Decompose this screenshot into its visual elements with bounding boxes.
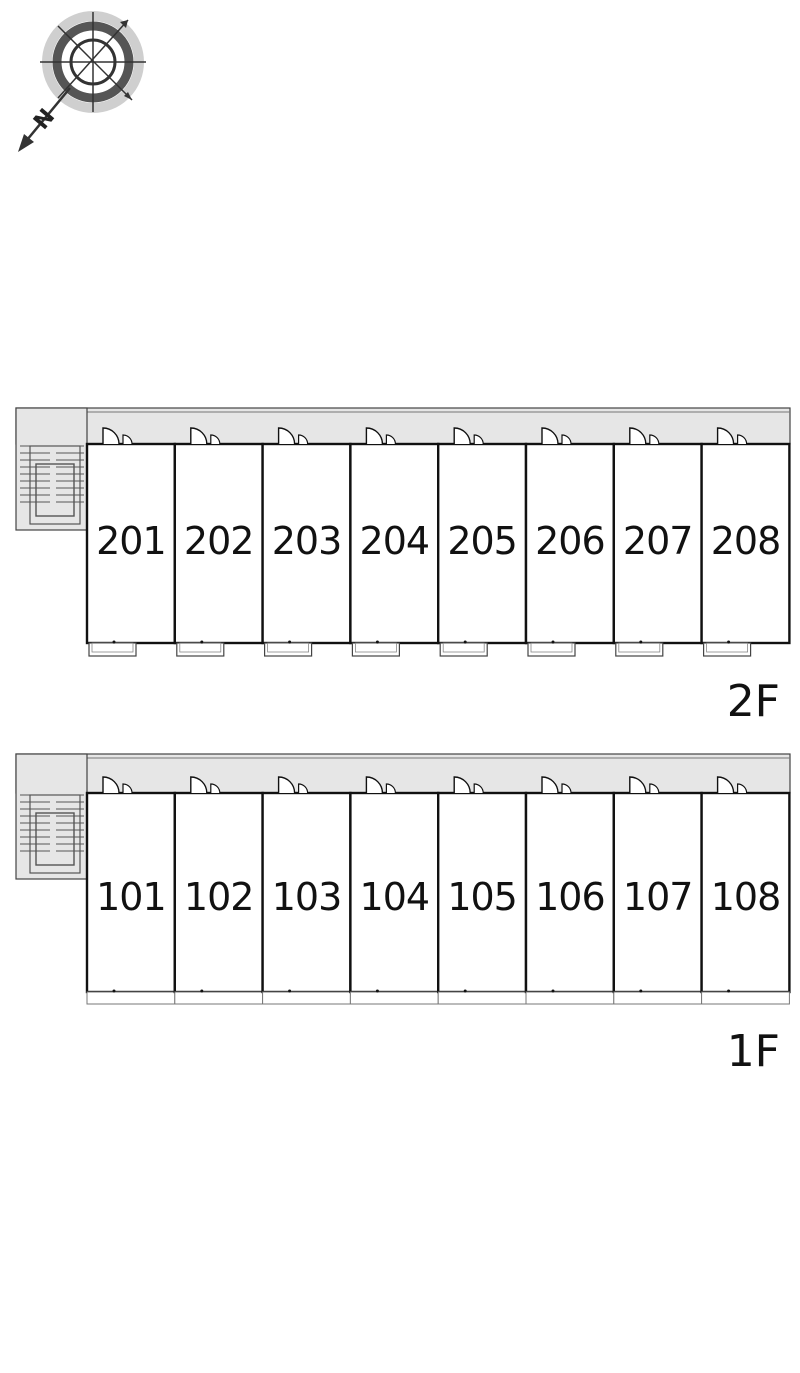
- unit[interactable]: 107: [612, 776, 703, 1005]
- unit[interactable]: 207: [612, 427, 703, 657]
- unit-number: 202: [184, 519, 254, 563]
- unit-number: 104: [360, 875, 430, 919]
- unit-number: 101: [96, 875, 166, 919]
- balcony: [86, 991, 176, 1005]
- unit-number: 206: [535, 519, 605, 563]
- unit-outline: [85, 442, 177, 645]
- unit-number: 204: [360, 519, 430, 563]
- unit[interactable]: 208: [700, 427, 791, 657]
- unit[interactable]: 201: [85, 427, 177, 657]
- balcony: [262, 991, 351, 1005]
- door-icon: [453, 776, 471, 794]
- door-icon: [716, 427, 735, 445]
- unit-outline: [700, 442, 791, 645]
- door-icon: [629, 427, 647, 445]
- door-icon: [716, 776, 735, 794]
- unit-number: 108: [711, 875, 781, 919]
- unit[interactable]: 103: [261, 776, 352, 1005]
- unit-number: 105: [447, 875, 517, 919]
- unit[interactable]: 206: [524, 427, 616, 657]
- unit[interactable]: 102: [173, 776, 264, 1005]
- unit-number: 207: [623, 519, 693, 563]
- unit[interactable]: 204: [349, 427, 440, 657]
- balcony: [88, 642, 137, 657]
- unit-number: 201: [96, 519, 166, 563]
- door-icon: [102, 427, 120, 445]
- balcony: [176, 642, 225, 657]
- unit-outline: [437, 442, 528, 645]
- unit[interactable]: 101: [85, 776, 177, 1005]
- door-icon: [365, 427, 384, 445]
- compass-icon: N: [18, 11, 146, 152]
- door-icon: [453, 427, 471, 445]
- door-icon: [190, 427, 208, 445]
- unit[interactable]: 202: [173, 427, 264, 657]
- door-icon: [365, 776, 384, 794]
- unit-number: 205: [447, 519, 517, 563]
- door-icon: [277, 427, 296, 445]
- floor-1f: 101 102 103 104 105 106 107 108 1F: [15, 753, 791, 1077]
- door-icon: [190, 776, 208, 794]
- unit[interactable]: 105: [437, 776, 528, 1005]
- unit[interactable]: 205: [437, 427, 528, 657]
- door-icon: [541, 776, 559, 794]
- door-icon: [541, 427, 559, 445]
- unit-number: 103: [272, 875, 342, 919]
- staircase: [15, 407, 88, 531]
- door-icon: [102, 776, 120, 794]
- floor-2f: 201 202 203 204 205 206 207 208 2F: [15, 407, 791, 727]
- balcony: [527, 642, 576, 657]
- unit[interactable]: 108: [700, 776, 791, 1005]
- balcony: [613, 991, 703, 1005]
- unit[interactable]: 104: [349, 776, 440, 1005]
- balcony: [264, 642, 313, 657]
- unit-number: 203: [272, 519, 342, 563]
- corridor: [15, 753, 791, 794]
- balcony: [349, 991, 439, 1005]
- unit-number: 106: [535, 875, 605, 919]
- unit-outline: [85, 791, 177, 994]
- balcony: [437, 991, 527, 1005]
- unit-number: 107: [623, 875, 693, 919]
- unit-number: 102: [184, 875, 254, 919]
- balcony: [702, 642, 752, 657]
- balcony: [174, 991, 264, 1005]
- floor-label: 2F: [727, 676, 780, 727]
- balcony: [615, 642, 664, 657]
- unit-outline: [524, 442, 616, 645]
- unit-outline: [612, 791, 703, 994]
- balcony: [701, 991, 790, 1005]
- unit-number: 208: [711, 519, 781, 563]
- balcony: [525, 991, 615, 1005]
- unit[interactable]: 106: [524, 776, 616, 1005]
- corridor: [15, 407, 791, 445]
- unit-outline: [700, 791, 791, 994]
- balcony: [439, 642, 488, 657]
- floor-label: 1F: [727, 1026, 780, 1077]
- unit-outline: [173, 791, 264, 994]
- staircase: [15, 753, 88, 880]
- unit[interactable]: 203: [261, 427, 352, 657]
- balcony: [351, 642, 400, 657]
- door-icon: [629, 776, 647, 794]
- door-icon: [277, 776, 296, 794]
